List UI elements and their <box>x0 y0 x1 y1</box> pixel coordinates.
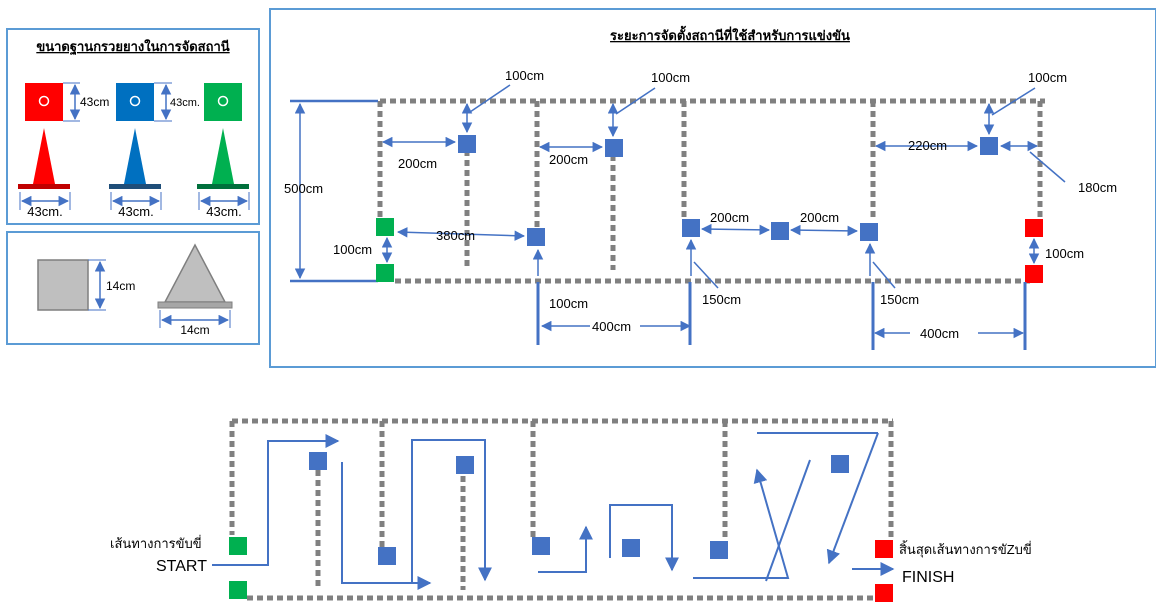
blue-cone-body <box>124 128 146 184</box>
height-500-label: 500cm <box>284 181 323 196</box>
start-thai-label: เส้นทางการขับขี่ <box>110 535 202 551</box>
blue-station-cone <box>605 139 623 157</box>
square-marker <box>37 259 89 311</box>
red-finish-cone <box>875 540 893 558</box>
mid2-label: 200cm <box>800 210 839 225</box>
layout-panel-frame <box>269 8 1156 368</box>
left1-label: 200cm <box>398 156 437 171</box>
finish-thai-label: สิ้นสุดเส้นทางการขัZบขี่ <box>899 540 1032 558</box>
cone-size-panel: ขนาดฐานกรวยยางในการจัดสถานี 43cm 43cm. <box>6 28 260 225</box>
blue-station-cone <box>378 547 396 565</box>
layout-panel: ระยะการจัดตั้งสถานีที่ใช้สำหรับการแข่งขั… <box>269 8 1156 368</box>
green-cone-top <box>204 83 242 121</box>
green-cone-body <box>212 128 234 184</box>
triangle-size-label: 14cm <box>180 323 209 337</box>
right3-label: 180cm <box>1078 180 1117 195</box>
route-boundary <box>229 418 894 601</box>
bottom3-label: 150cm <box>880 292 919 307</box>
blue-station-cone <box>710 541 728 559</box>
red-cone-height-label: 43cm <box>80 95 109 109</box>
red-cone-top <box>25 83 63 121</box>
red-cone-hole <box>38 95 50 107</box>
cone-panel-frame <box>6 28 260 225</box>
blue-cone-top <box>116 83 154 121</box>
blue-station-cone <box>458 135 476 153</box>
green-cone <box>197 83 249 189</box>
blue-cone-base <box>109 184 161 189</box>
red-cone-body <box>33 128 55 184</box>
green-start-cone <box>229 537 247 555</box>
bottom2-label: 150cm <box>702 292 741 307</box>
green-start-cone <box>376 218 394 236</box>
route-panel: เส้นทางการขับขี่ START สิ้นสุดเส้นทางการ… <box>110 418 1032 602</box>
layout-boundary <box>377 98 1045 284</box>
top2-label: 100cm <box>651 70 690 85</box>
mid1-label: 200cm <box>710 210 749 225</box>
green-start-cone <box>376 264 394 282</box>
route-path <box>212 432 895 590</box>
gap-finish-label: 100cm <box>1045 246 1084 261</box>
blue-station-cone <box>622 539 640 557</box>
bottom1-label: 100cm <box>549 296 588 311</box>
dist-380-label: 380cm <box>436 228 475 243</box>
blue-station-cone <box>527 228 545 246</box>
green-start-cone <box>229 581 247 599</box>
blue-cone-width-label: 43cm. <box>118 204 153 219</box>
red-finish-cone <box>1025 219 1043 237</box>
green-cone-width-label: 43cm. <box>206 204 241 219</box>
blue-station-cone <box>831 455 849 473</box>
blue-station-cone <box>980 137 998 155</box>
layout-title: ระยะการจัดตั้งสถานีที่ใช้สำหรับการแข่งขั… <box>610 25 850 43</box>
blue-station-cone <box>532 537 550 555</box>
span2-label: 400cm <box>920 326 959 341</box>
red-cone <box>18 83 70 189</box>
green-cone-base <box>197 184 249 189</box>
blue-station-cone <box>456 456 474 474</box>
red-cone-base <box>18 184 70 189</box>
left3-label: 220cm <box>908 138 947 153</box>
finish-label: FINISH <box>902 569 954 586</box>
cone-panel-title: ขนาดฐานกรวยยางในการจัดสถานี <box>36 38 229 56</box>
square-size-label: 14cm <box>106 279 135 293</box>
red-cone-width-label: 43cm. <box>27 204 62 219</box>
blue-station-cone <box>309 452 327 470</box>
green-cone-hole <box>217 95 229 107</box>
left2-label: 200cm <box>549 152 588 167</box>
blue-station-cone <box>682 219 700 237</box>
triangle-marker-base <box>157 301 233 309</box>
marker-size-panel: 14cm 14cm <box>6 231 260 345</box>
span-markers <box>536 282 1027 350</box>
measurement-arrows <box>381 84 1066 339</box>
top3-label: 100cm <box>1028 70 1067 85</box>
blue-cone-hole <box>129 95 141 107</box>
gap-start-label: 100cm <box>333 242 372 257</box>
blue-cone-height-label: 43cm. <box>170 97 200 109</box>
top1-label: 100cm <box>505 68 544 83</box>
blue-station-cone <box>771 222 789 240</box>
blue-station-cone <box>860 223 878 241</box>
span1-label: 400cm <box>592 319 631 334</box>
blue-cone <box>109 83 161 189</box>
start-label: START <box>156 558 207 575</box>
red-finish-cone <box>1025 265 1043 283</box>
red-finish-cone <box>875 584 893 602</box>
